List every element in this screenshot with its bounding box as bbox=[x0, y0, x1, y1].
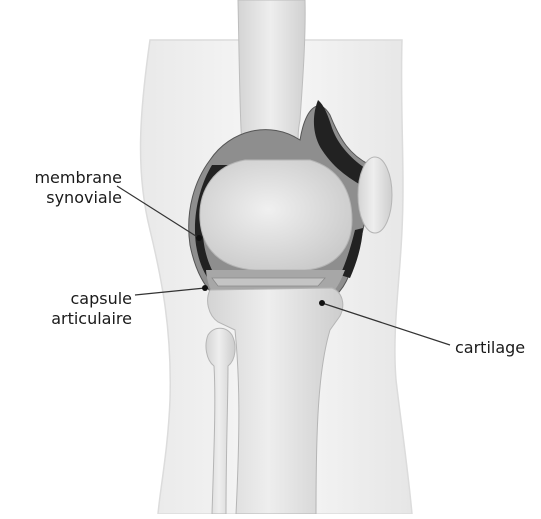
capsule-label-line1: capsule bbox=[10, 289, 132, 309]
capsule-articulaire-label: capsule articulaire bbox=[10, 289, 132, 329]
capsule-label-line2: articulaire bbox=[10, 309, 132, 329]
membrane-label-line2: synoviale bbox=[10, 188, 122, 208]
cartilage-label: cartilage bbox=[455, 338, 525, 358]
patella bbox=[358, 157, 392, 233]
cartilage-pad bbox=[212, 278, 325, 286]
capsule-pointer-dot bbox=[202, 285, 208, 291]
cartilage-pointer-dot bbox=[319, 300, 325, 306]
membrane-pointer-dot bbox=[196, 235, 202, 241]
membrane-label-line1: membrane bbox=[10, 168, 122, 188]
femoral-condyle bbox=[200, 160, 352, 270]
membrane-synoviale-label: membrane synoviale bbox=[10, 168, 122, 208]
